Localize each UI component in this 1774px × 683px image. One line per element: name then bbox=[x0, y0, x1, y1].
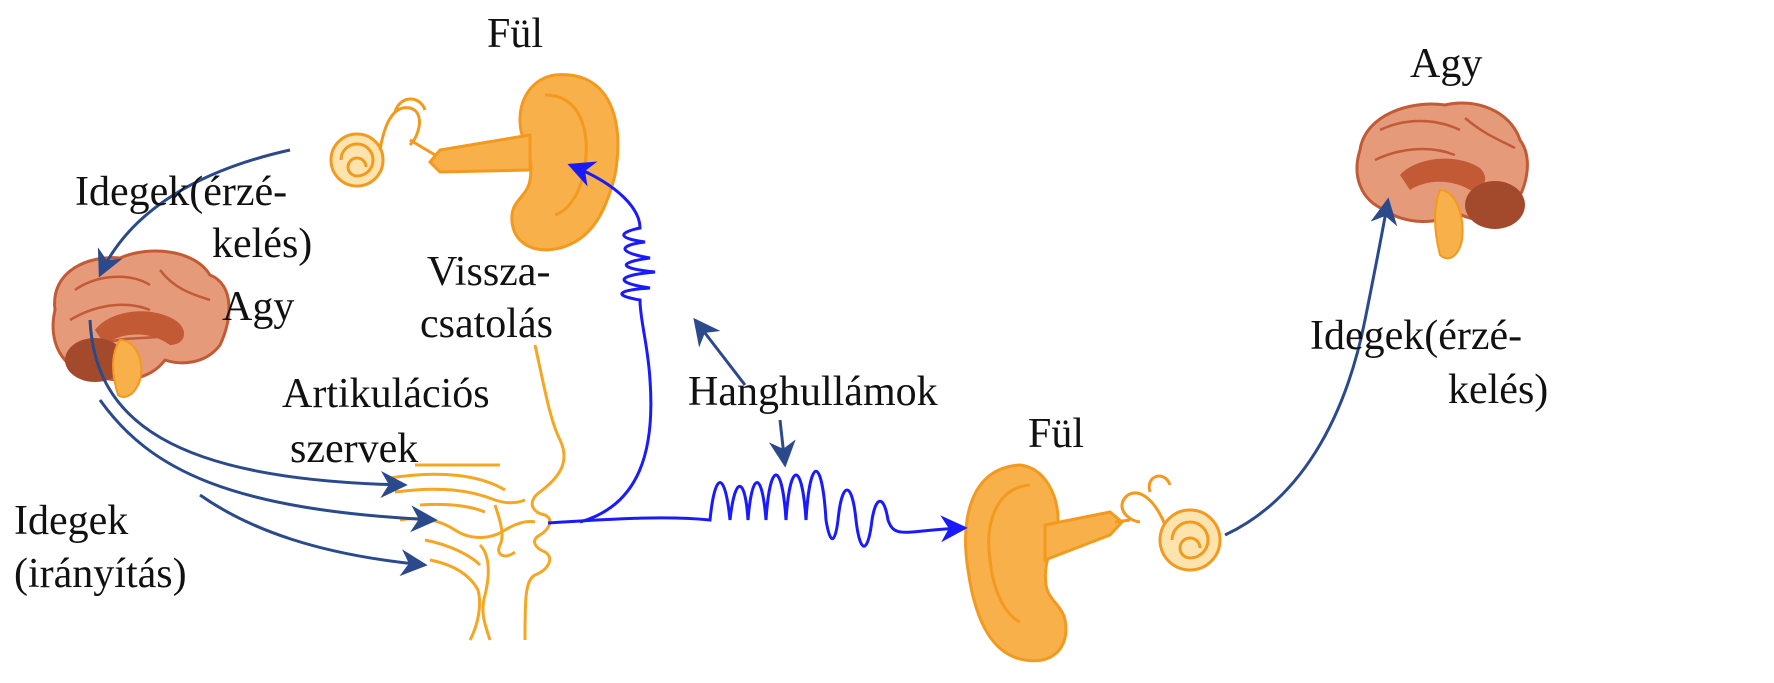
label-ear-bottom: Fül bbox=[1028, 410, 1084, 458]
nerve-arrow-brain-to-articulation-3 bbox=[200, 495, 425, 565]
label-nerves-sensing-left-line2: kelés) bbox=[212, 220, 312, 268]
label-ear-top: Fül bbox=[487, 10, 543, 58]
label-nerves-control-line1: Idegek bbox=[14, 497, 128, 545]
ear-bottom-icon bbox=[966, 465, 1122, 661]
inner-ear-bottom-icon bbox=[1115, 476, 1220, 570]
inner-ear-top-icon bbox=[331, 99, 435, 186]
label-nerves-sensing-left-line1: Idegek(érzé- bbox=[75, 168, 287, 216]
label-feedback-line2: csatolás bbox=[420, 300, 553, 348]
label-nerves-control-line2: (irányítás) bbox=[14, 550, 187, 598]
ear-top-icon bbox=[430, 75, 618, 250]
pointer-arrow-to-sound-wave bbox=[780, 420, 785, 465]
label-feedback-line1: Vissza- bbox=[427, 248, 550, 296]
label-nerves-sensing-right-line1: Idegek(érzé- bbox=[1310, 312, 1522, 360]
label-brain-right: Agy bbox=[1410, 40, 1482, 88]
label-brain-left: Agy bbox=[222, 283, 294, 331]
label-articulation-line1: Artikulációs bbox=[282, 370, 490, 418]
label-articulation-line2: szervek bbox=[290, 425, 418, 473]
brain-left-icon bbox=[53, 251, 229, 397]
label-sound-waves: Hanghullámok bbox=[688, 368, 938, 416]
nerve-arrow-bottom-ear-to-brain bbox=[1225, 200, 1388, 535]
label-nerves-sensing-right-line2: kelés) bbox=[1448, 366, 1548, 414]
